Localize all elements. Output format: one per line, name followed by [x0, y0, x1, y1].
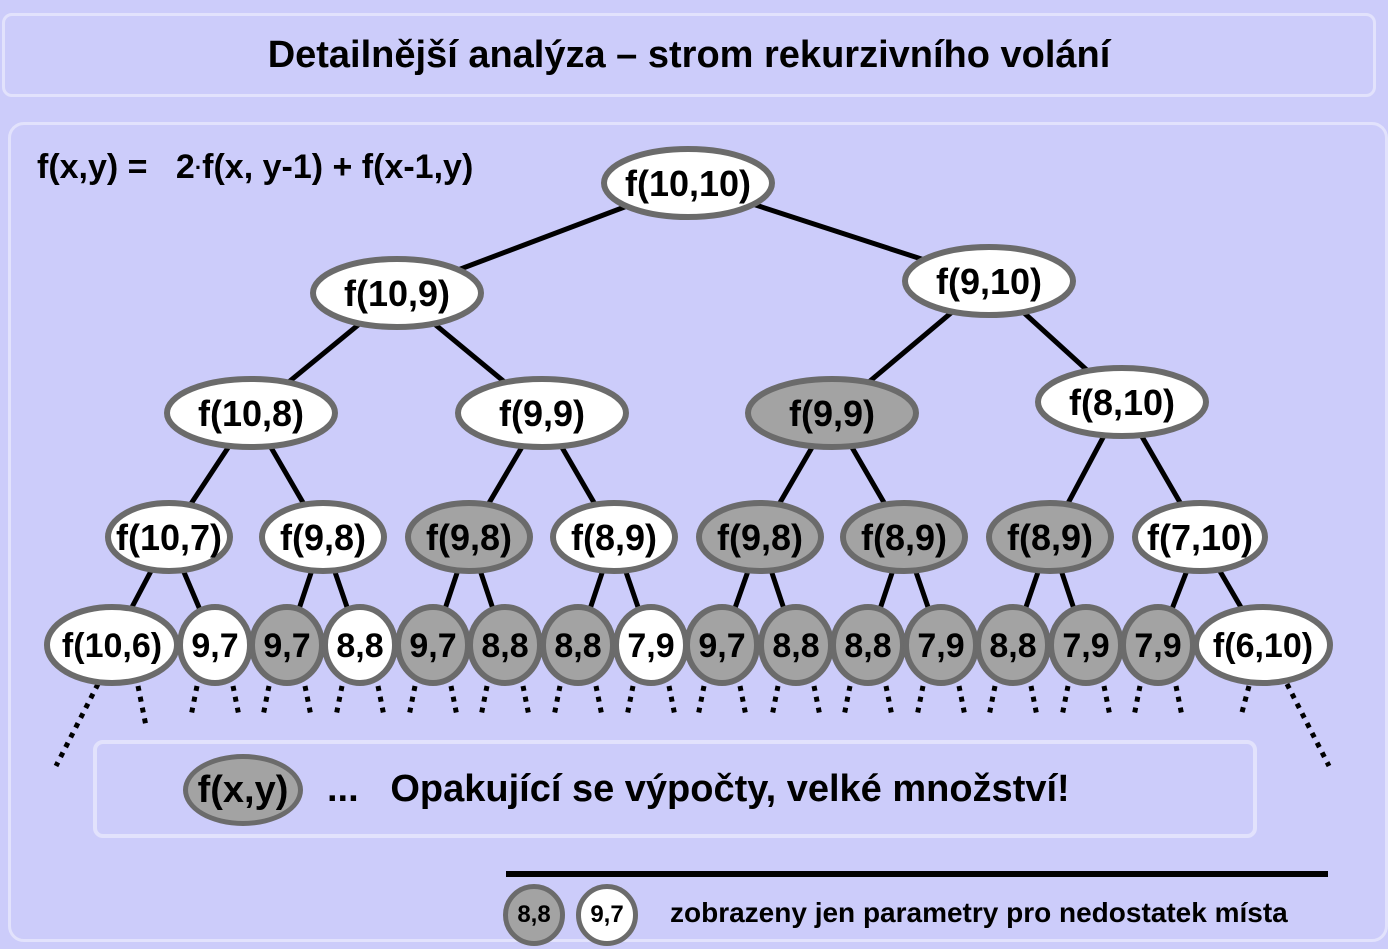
call-node: [164, 376, 338, 450]
continuation-dots: [1173, 685, 1185, 717]
formula-rhs: f(x, y-1) + f(x-1,y): [202, 148, 474, 186]
continuation-dots: [1131, 685, 1143, 717]
node-label: 8,8: [989, 627, 1036, 665]
call-node: [1132, 500, 1268, 574]
repeated-call-node: [684, 604, 760, 686]
call-node: [601, 146, 775, 220]
node-label: f(10,9): [344, 273, 450, 314]
node-label: 9,7: [409, 627, 456, 665]
continuation-dots: [1028, 685, 1040, 717]
continuation-dots: [914, 685, 926, 717]
continuation-dots: [624, 685, 636, 717]
continuation-dots: [1101, 685, 1113, 717]
continuation-dots: [406, 685, 418, 717]
call-node: [1035, 365, 1209, 439]
node-label: f(6,10): [1213, 627, 1313, 665]
continuation-dots: [593, 685, 605, 717]
node-label: 8,8: [481, 627, 528, 665]
node-label: f(9,8): [426, 517, 512, 558]
node-label: 8,8: [844, 627, 891, 665]
continuation-dots: [986, 685, 998, 717]
legend-text: ... Opakující se výpočty, velké množství…: [327, 768, 1070, 810]
main-panel: [8, 122, 1388, 942]
continuation-dots: [956, 685, 968, 717]
continuation-dots: [302, 685, 314, 717]
continuation-dots: [811, 685, 823, 717]
node-label: f(9,8): [280, 517, 366, 558]
continuation-dots: [135, 685, 149, 727]
node-label: f(8,10): [1069, 382, 1175, 423]
node-label: f(10,6): [62, 627, 162, 665]
continuation-dots: [230, 685, 242, 717]
node-label: 7,9: [917, 627, 964, 665]
call-node: [455, 376, 629, 450]
node-label: f(8,9): [571, 517, 657, 558]
node-label: 7,9: [627, 627, 674, 665]
continuation-dots: [260, 685, 272, 717]
repeated-call-node: [745, 376, 919, 450]
continuation-dots: [1238, 685, 1252, 717]
continuation-dots: [448, 685, 460, 717]
node-label: f(10,7): [116, 517, 222, 558]
repeated-call-node: [696, 500, 824, 574]
node-label: f(9,9): [499, 393, 585, 434]
continuation-dots: [551, 685, 563, 717]
note-text: zobrazeny jen parametry pro nedostatek m…: [670, 897, 1288, 928]
continuation-dots: [666, 685, 678, 717]
title-panel: Detailnější analýza – strom rekurzivního…: [2, 13, 1376, 97]
formula-dot: ·: [194, 155, 203, 180]
continuation-dots: [333, 685, 345, 717]
call-node: [259, 500, 387, 574]
node-label: f(8,9): [861, 517, 947, 558]
continuation-dots: [1284, 682, 1332, 768]
continuation-dots: [769, 685, 781, 717]
continuation-dots: [841, 685, 853, 717]
continuation-dots: [478, 685, 490, 717]
repeated-legend-box: f(x,y) ... Opakující se výpočty, velké m…: [93, 740, 1257, 838]
node-label: f(10,8): [198, 393, 304, 434]
node-label: 8,8: [336, 627, 383, 665]
node-label: f(9,9): [789, 393, 875, 434]
repeated-call-node: [986, 500, 1114, 574]
continuation-dots: [53, 682, 101, 768]
formula-coefficient: 2: [175, 148, 195, 186]
continuation-dots: [883, 685, 895, 717]
node-label: f(9,10): [936, 261, 1042, 302]
call-node: [550, 500, 678, 574]
node-label: 9,7: [698, 627, 745, 665]
node-label: f(10,10): [625, 163, 751, 204]
call-node: [902, 244, 1076, 318]
continuation-dots: [737, 685, 749, 717]
node-label: f(9,8): [717, 517, 803, 558]
node-label: 7,9: [1134, 627, 1181, 665]
node-label: f(8,9): [1007, 517, 1093, 558]
note-white-node: 9,7: [576, 884, 638, 946]
call-node: [1193, 604, 1333, 686]
node-label: 8,8: [554, 627, 601, 665]
continuation-dots: [1059, 685, 1071, 717]
note-gray-node: 8,8: [503, 884, 565, 946]
call-node: [105, 500, 233, 574]
repeated-call-node: [405, 500, 533, 574]
node-label: f(7,10): [1147, 517, 1253, 558]
node-label: 7,9: [1062, 627, 1109, 665]
node-label: 9,7: [263, 627, 310, 665]
continuation-dots: [188, 685, 200, 717]
repeated-call-node: [840, 500, 968, 574]
page-title: Detailnější analýza – strom rekurzivního…: [267, 33, 1111, 76]
note-divider: [506, 871, 1328, 877]
recurrence-formula: f(x,y) = 2·f(x, y-1) + f(x-1,y): [37, 148, 473, 187]
formula-lhs: f(x,y) =: [37, 148, 148, 186]
node-label: 9,7: [191, 627, 238, 665]
call-node: [310, 256, 484, 330]
node-label: 8,8: [772, 627, 819, 665]
continuation-dots: [375, 685, 387, 717]
legend-repeated-node: f(x,y): [183, 754, 303, 826]
continuation-dots: [695, 685, 707, 717]
continuation-dots: [520, 685, 532, 717]
